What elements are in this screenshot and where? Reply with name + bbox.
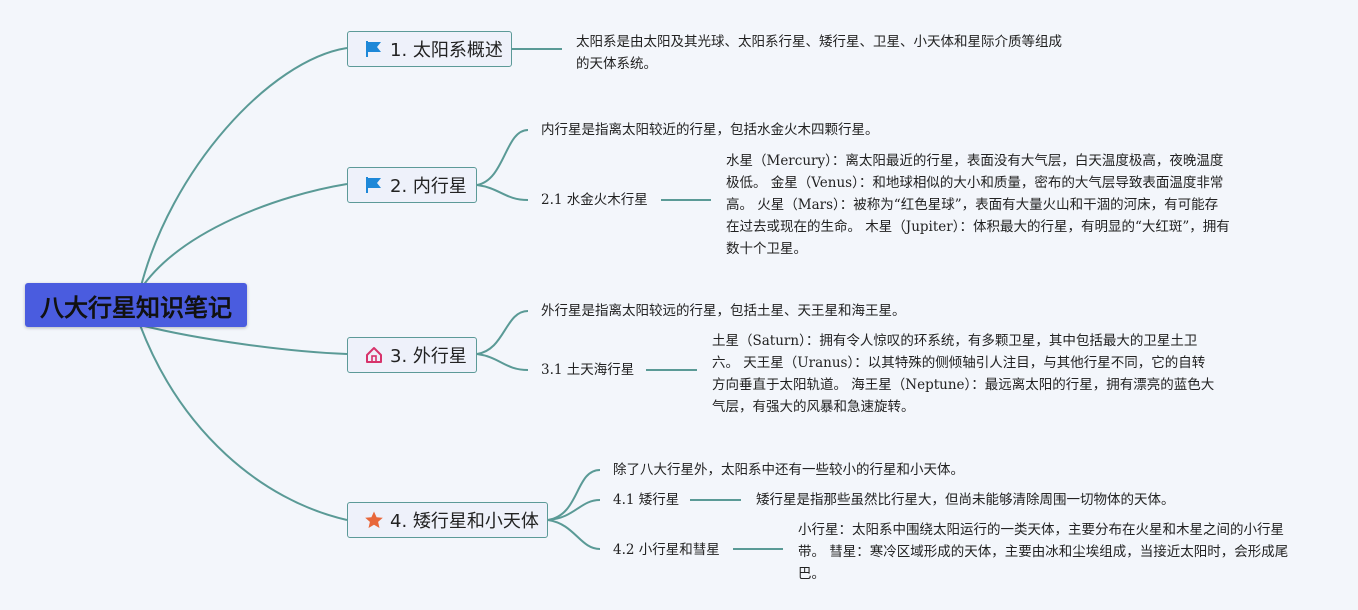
topic-label: 1. 太阳系概述 [390,40,503,61]
topic-solar-system-overview[interactable]: 1. 太阳系概述 [347,31,512,67]
home-icon [364,345,384,365]
topic-label: 2. 内行星 [390,176,467,197]
subtopic-4-1-label[interactable]: 4.1 矮行星 [613,492,680,508]
blue-flag-icon [364,175,384,195]
subtopic-4-2-note: 小行星：太阳系中围绕太阳运行的一类天体，主要分布在火星和木星之间的小行星带。 彗… [798,522,1289,582]
topic-inner-planets[interactable]: 2. 内行星 [347,167,477,203]
topic-1-note: 太阳系是由太阳及其光球、太阳系行星、矮行星、卫星、小天体和星际介质等组成的天体系… [576,34,1062,72]
subtopic-4-2-label[interactable]: 4.2 小行星和彗星 [613,542,720,558]
topic-3-note[interactable]: 外行星是指离太阳较远的行星，包括土星、天王星和海王星。 [541,303,906,319]
topic-label: 4. 矮行星和小天体 [390,511,539,532]
subtopic-3-1-note: 土星（Saturn）：拥有令人惊叹的环系统，有多颗卫星，其中包括最大的卫星土卫六… [712,333,1215,415]
subtopic-4-1-note: 矮行星是指那些虽然比行星大，但尚未能够清除周围一切物体的天体。 [756,492,1175,508]
blue-flag-icon [364,39,384,59]
topic-4-note[interactable]: 除了八大行星外，太阳系中还有一些较小的行星和小天体。 [613,462,964,478]
root-title: 八大行星知识笔记 [40,293,232,322]
subtopic-2-1-label[interactable]: 2.1 水金火木行星 [541,192,648,208]
subtopic-2-1-note: 水星（Mercury）：离太阳最近的行星，表面没有大气层，白天温度极高，夜晚温度… [726,153,1230,257]
topic-2-note[interactable]: 内行星是指离太阳较近的行星，包括水金火木四颗行星。 [541,122,879,138]
root-topic[interactable]: 八大行星知识笔记 [25,283,247,327]
topic-dwarf-planets-small-bodies[interactable]: 4. 矮行星和小天体 [347,502,548,538]
star-icon [364,510,384,530]
topic-label: 3. 外行星 [390,346,467,367]
topic-outer-planets[interactable]: 3. 外行星 [347,337,477,373]
subtopic-3-1-label[interactable]: 3.1 土天海行星 [541,362,635,378]
